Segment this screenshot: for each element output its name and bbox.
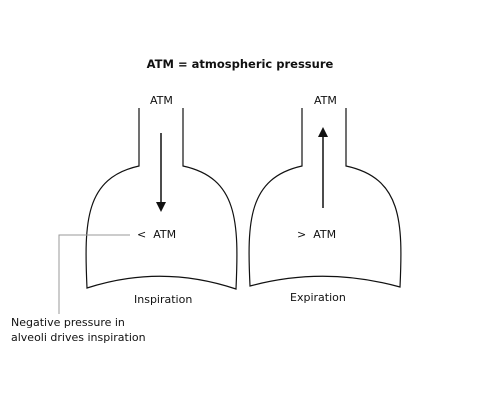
left-inner-pressure-label: < ATM bbox=[137, 228, 177, 241]
annotation-line-1: Negative pressure in bbox=[11, 316, 125, 329]
left-lung-outline bbox=[85, 108, 238, 290]
expiration-caption: Expiration bbox=[290, 291, 346, 304]
annotation-line-2: alveoli drives inspiration bbox=[11, 331, 146, 344]
right-inner-pressure-label: > ATM bbox=[297, 228, 337, 241]
left-top-atm-label: ATM bbox=[150, 94, 173, 107]
diagram-title: ATM = atmospheric pressure bbox=[146, 57, 334, 71]
inspiration-caption: Inspiration bbox=[134, 293, 193, 306]
right-top-atm-label: ATM bbox=[314, 94, 337, 107]
annotation-pointer-line bbox=[58, 234, 130, 314]
right-lung-outline bbox=[248, 108, 402, 288]
